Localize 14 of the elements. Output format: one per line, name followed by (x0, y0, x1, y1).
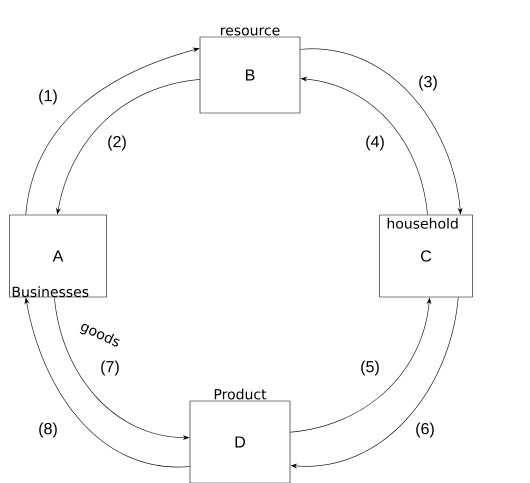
labeled-box: resource B (200, 27, 300, 114)
handwritten-note: goods (80, 324, 120, 346)
edge-label: (4) (366, 136, 384, 150)
labeled-box: Product D (190, 388, 290, 483)
node-label: resource (221, 27, 280, 36)
labeled-box: household C (379, 214, 473, 298)
edge-label: (2) (108, 136, 126, 150)
edge-label: (5) (361, 360, 379, 376)
edge-label: (8) (39, 422, 57, 438)
edge-label: (3) (419, 76, 437, 90)
edge-label: (1) (39, 90, 57, 104)
node-label: Product (214, 388, 266, 400)
edge-label: (6) (416, 422, 434, 438)
edge-label: (7) (101, 360, 119, 376)
